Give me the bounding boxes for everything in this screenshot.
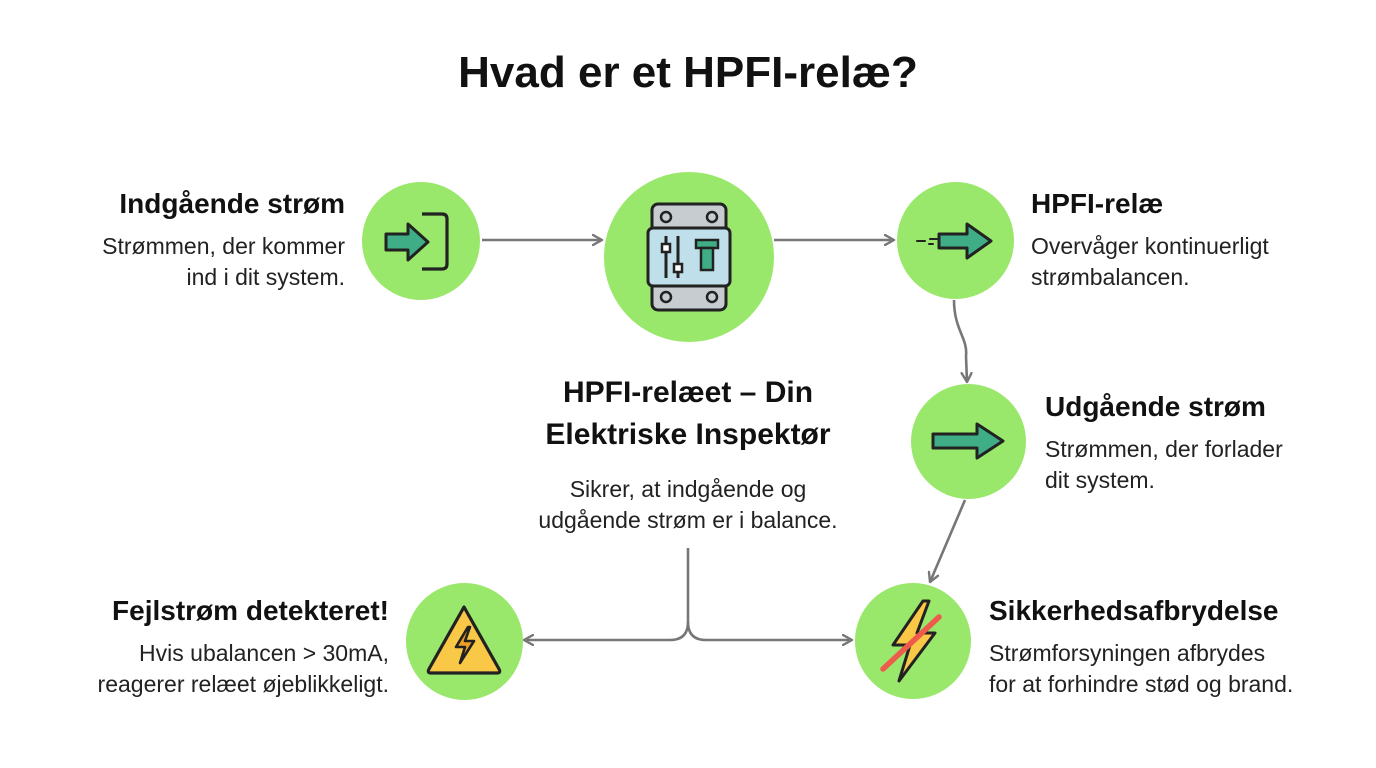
- outgoing-desc-line2: dit system.: [1045, 467, 1155, 493]
- moving-arrow-icon: [916, 222, 993, 260]
- incoming-circle: [362, 182, 480, 300]
- relay-title: HPFI-relæ: [1031, 188, 1164, 219]
- connector-center-split: [524, 548, 690, 640]
- enter-arrow-icon: [384, 212, 449, 271]
- circuit-breaker-icon: [646, 202, 732, 312]
- relay-desc: Overvåger kontinuerligt strømbalancen.: [1031, 231, 1351, 293]
- connector-relay-to-outgoing: [952, 299, 967, 382]
- crossed-lightning-icon: [880, 599, 942, 683]
- center-title-line2: Elektriske Inspektør: [545, 418, 831, 451]
- fault-desc-line2: reagerer relæet øjeblikkeligt.: [97, 671, 389, 697]
- shutdown-circle: [855, 583, 971, 699]
- fault-title: Fejlstrøm detekteret!: [112, 595, 389, 626]
- fault-text: Fejlstrøm detekteret! Hvis ubalancen > 3…: [40, 594, 389, 700]
- outgoing-text: Udgående strøm Strømmen, der forlader di…: [1045, 390, 1365, 496]
- incoming-desc-line2: ind i dit system.: [186, 264, 346, 290]
- outgoing-desc-line1: Strømmen, der forlader: [1045, 436, 1283, 462]
- fault-circle: [406, 583, 523, 700]
- shutdown-title: Sikkerhedsafbrydelse: [989, 595, 1279, 626]
- incoming-text: Indgående strøm Strømmen, der kommer ind…: [40, 187, 345, 293]
- center-circle: [604, 172, 774, 342]
- arrow-right-icon: [931, 422, 1005, 460]
- shutdown-desc: Strømforsyningen afbrydes for at forhind…: [989, 638, 1339, 700]
- center-desc: Sikrer, at indgående og udgående strøm e…: [488, 474, 888, 536]
- fault-desc-line1: Hvis ubalancen > 30mA,: [139, 640, 389, 666]
- shutdown-text: Sikkerhedsafbrydelse Strømforsyningen af…: [989, 594, 1339, 700]
- warning-lightning-icon: [426, 605, 502, 675]
- diagram-title: Hvad er et HPFI-relæ?: [458, 48, 918, 97]
- relay-circle: [897, 182, 1014, 299]
- connector-outgoing-to-shutdown: [930, 499, 967, 582]
- center-text: HPFI-relæet – Din Elektriske Inspektør S…: [488, 372, 888, 536]
- incoming-title: Indgående strøm: [119, 188, 345, 219]
- relay-desc-line1: Overvåger kontinuerligt: [1031, 233, 1269, 259]
- center-desc-line2: udgående strøm er i balance.: [538, 507, 838, 533]
- center-title: HPFI-relæet – Din Elektriske Inspektør: [488, 372, 888, 456]
- shutdown-desc-line1: Strømforsyningen afbrydes: [989, 640, 1266, 666]
- center-desc-line1: Sikrer, at indgående og: [569, 476, 807, 502]
- center-title-line1: HPFI-relæet – Din: [562, 376, 814, 409]
- outgoing-desc: Strømmen, der forlader dit system.: [1045, 434, 1365, 496]
- fault-desc: Hvis ubalancen > 30mA, reagerer relæet ø…: [40, 638, 389, 700]
- relay-text: HPFI-relæ Overvåger kontinuerligt strømb…: [1031, 187, 1351, 293]
- outgoing-circle: [911, 384, 1026, 499]
- relay-desc-line2: strømbalancen.: [1031, 264, 1190, 290]
- connector-center-split-right: [686, 621, 852, 640]
- incoming-desc-line1: Strømmen, der kommer: [102, 233, 345, 259]
- shutdown-desc-line2: for at forhindre stød og brand.: [989, 671, 1294, 697]
- outgoing-title: Udgående strøm: [1045, 391, 1266, 422]
- incoming-desc: Strømmen, der kommer ind i dit system.: [40, 231, 345, 293]
